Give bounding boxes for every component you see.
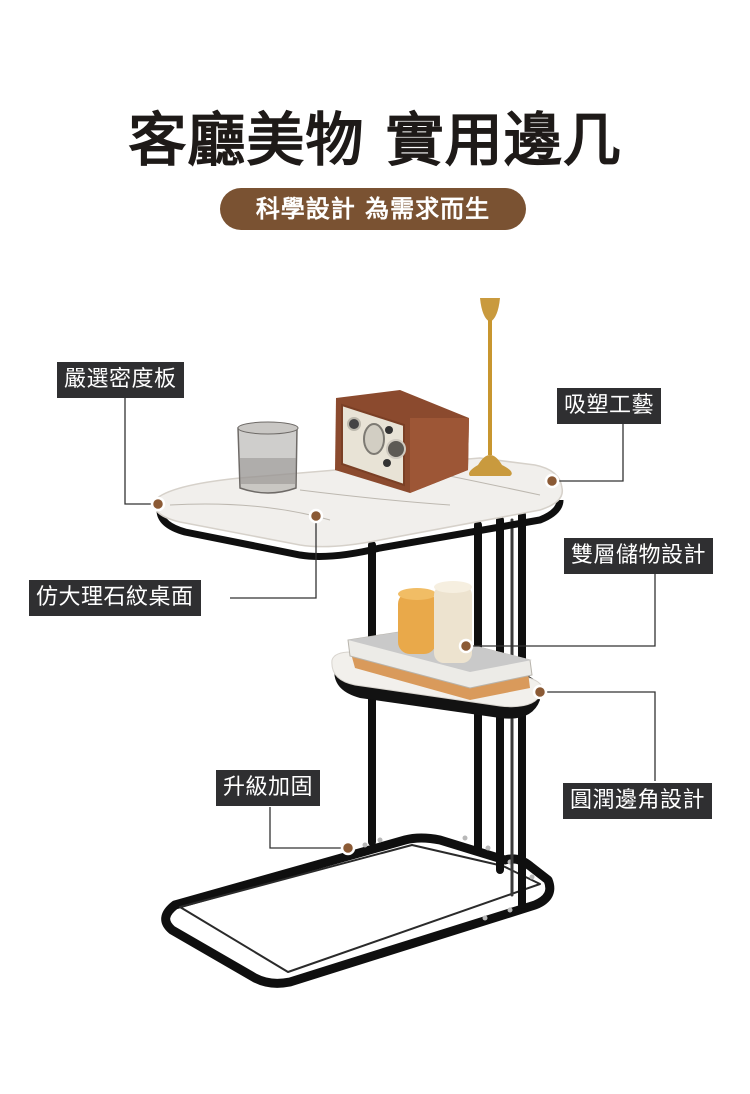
subtitle-badge: 科學設計 為需求而生 (220, 188, 526, 230)
callout-label-rounded-corner: 圓潤邊角設計 (563, 783, 713, 819)
top-frame (156, 499, 564, 560)
callout-label-reinforced: 升級加固 (216, 770, 321, 806)
callout-label-marble-top: 仿大理石紋桌面 (29, 580, 201, 616)
page-title: 客廳美物 實用邊几 (128, 106, 622, 174)
wooden-radio (335, 390, 469, 493)
glass-cup (237, 421, 299, 494)
base-frame (161, 833, 555, 988)
callout-label-blister-process: 吸塑工藝 (557, 388, 662, 424)
lower-shelf (331, 581, 543, 719)
gold-candlestick (469, 298, 512, 476)
callout-label-double-storage: 雙層儲物設計 (564, 538, 714, 574)
callout-label-density-board: 嚴選密度板 (57, 362, 184, 398)
